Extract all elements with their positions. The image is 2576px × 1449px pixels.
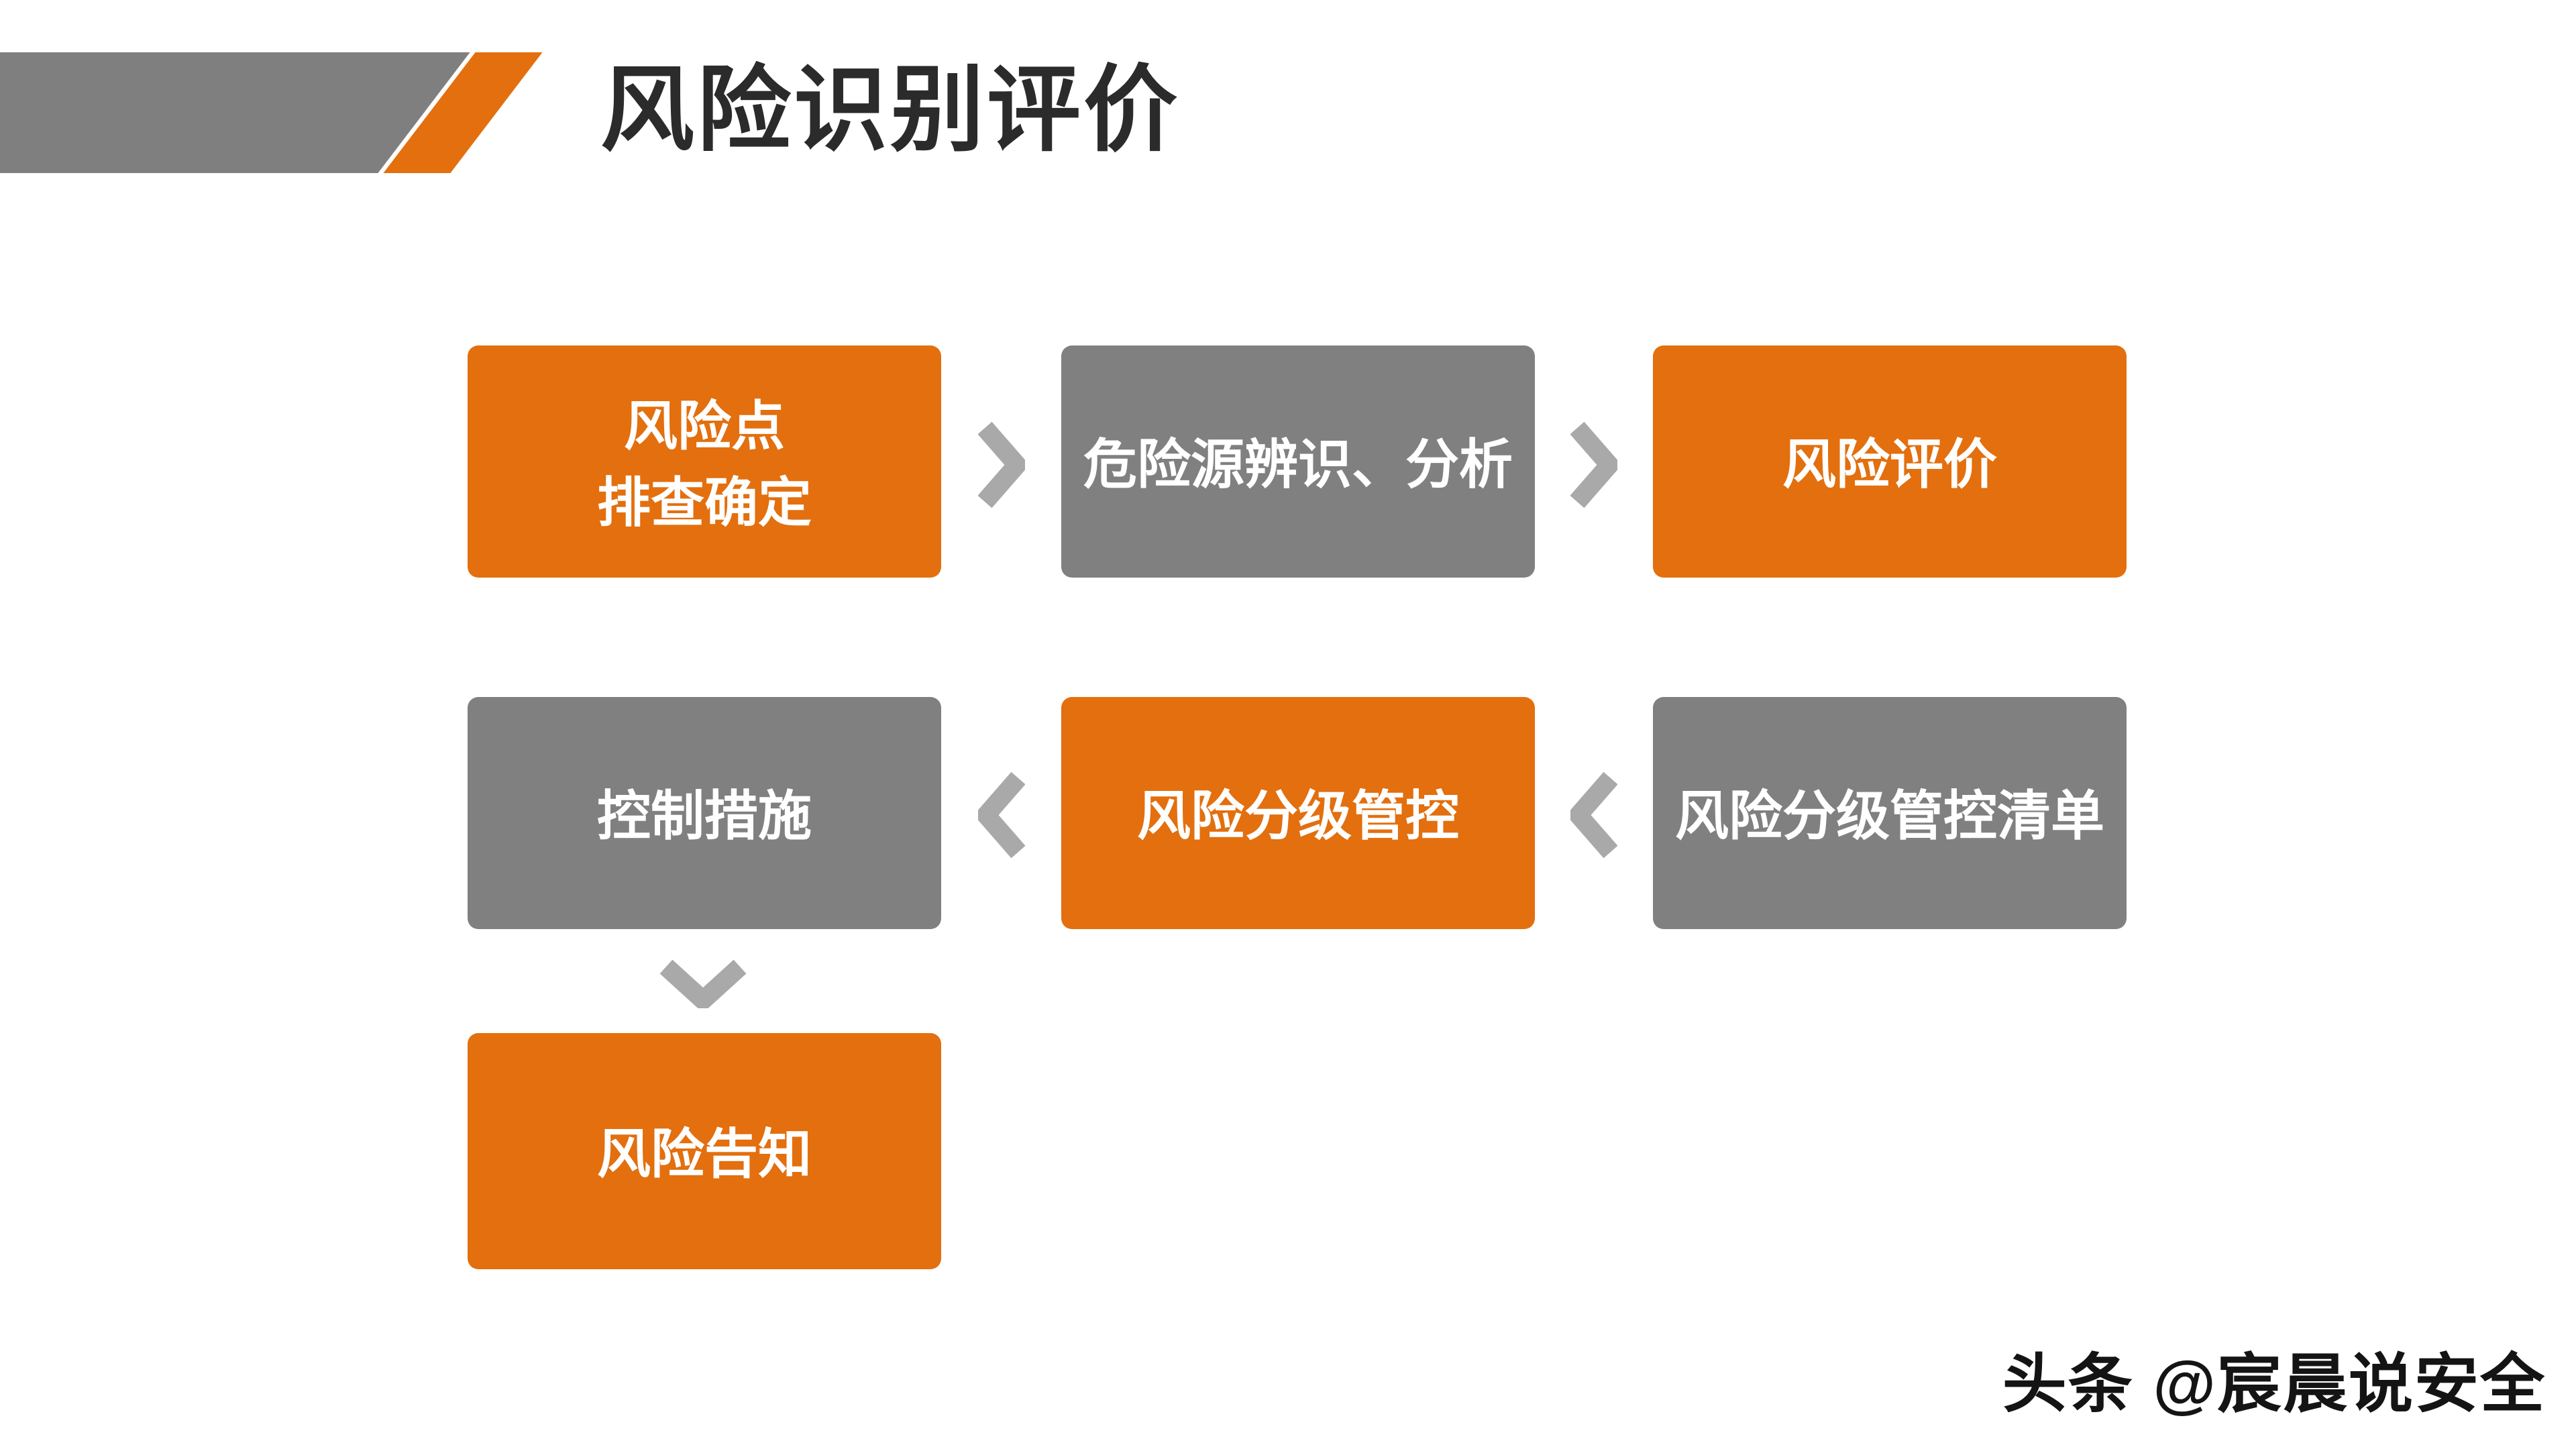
box-label: 危险源辨识、分析 [1083, 435, 1513, 495]
chevron-down-icon [659, 959, 747, 1008]
box-label: 控制措施 [597, 786, 812, 847]
chevron-right-icon [1570, 421, 1617, 508]
box-label: 风险分级管控清单 [1675, 786, 2104, 847]
box-risk-evaluation: 风险评价 [1653, 345, 2127, 578]
watermark: 头条 @宸晨说安全 [2002, 1348, 2546, 1420]
box-label-line: 风险点 [624, 396, 785, 457]
box-label: 风险告知 [597, 1124, 812, 1185]
box-control-measures: 控制措施 [468, 697, 941, 929]
box-risk-grading-control-list: 风险分级管控清单 [1653, 697, 2127, 929]
box-label: 风险分级管控 [1137, 786, 1459, 847]
box-risk-notification: 风险告知 [468, 1033, 941, 1269]
box-risk-point-identification: 风险点 排查确定 [468, 345, 941, 578]
box-label: 风险评价 [1782, 435, 1997, 495]
chevron-left-icon [1570, 771, 1617, 859]
box-label-line: 排查确定 [597, 473, 812, 533]
box-hazard-identification-analysis: 危险源辨识、分析 [1061, 345, 1535, 578]
box-risk-grading-control: 风险分级管控 [1061, 697, 1535, 929]
page-title: 风险识别评价 [600, 59, 1181, 163]
chevron-right-icon [978, 421, 1025, 508]
chevron-left-icon [978, 771, 1025, 859]
